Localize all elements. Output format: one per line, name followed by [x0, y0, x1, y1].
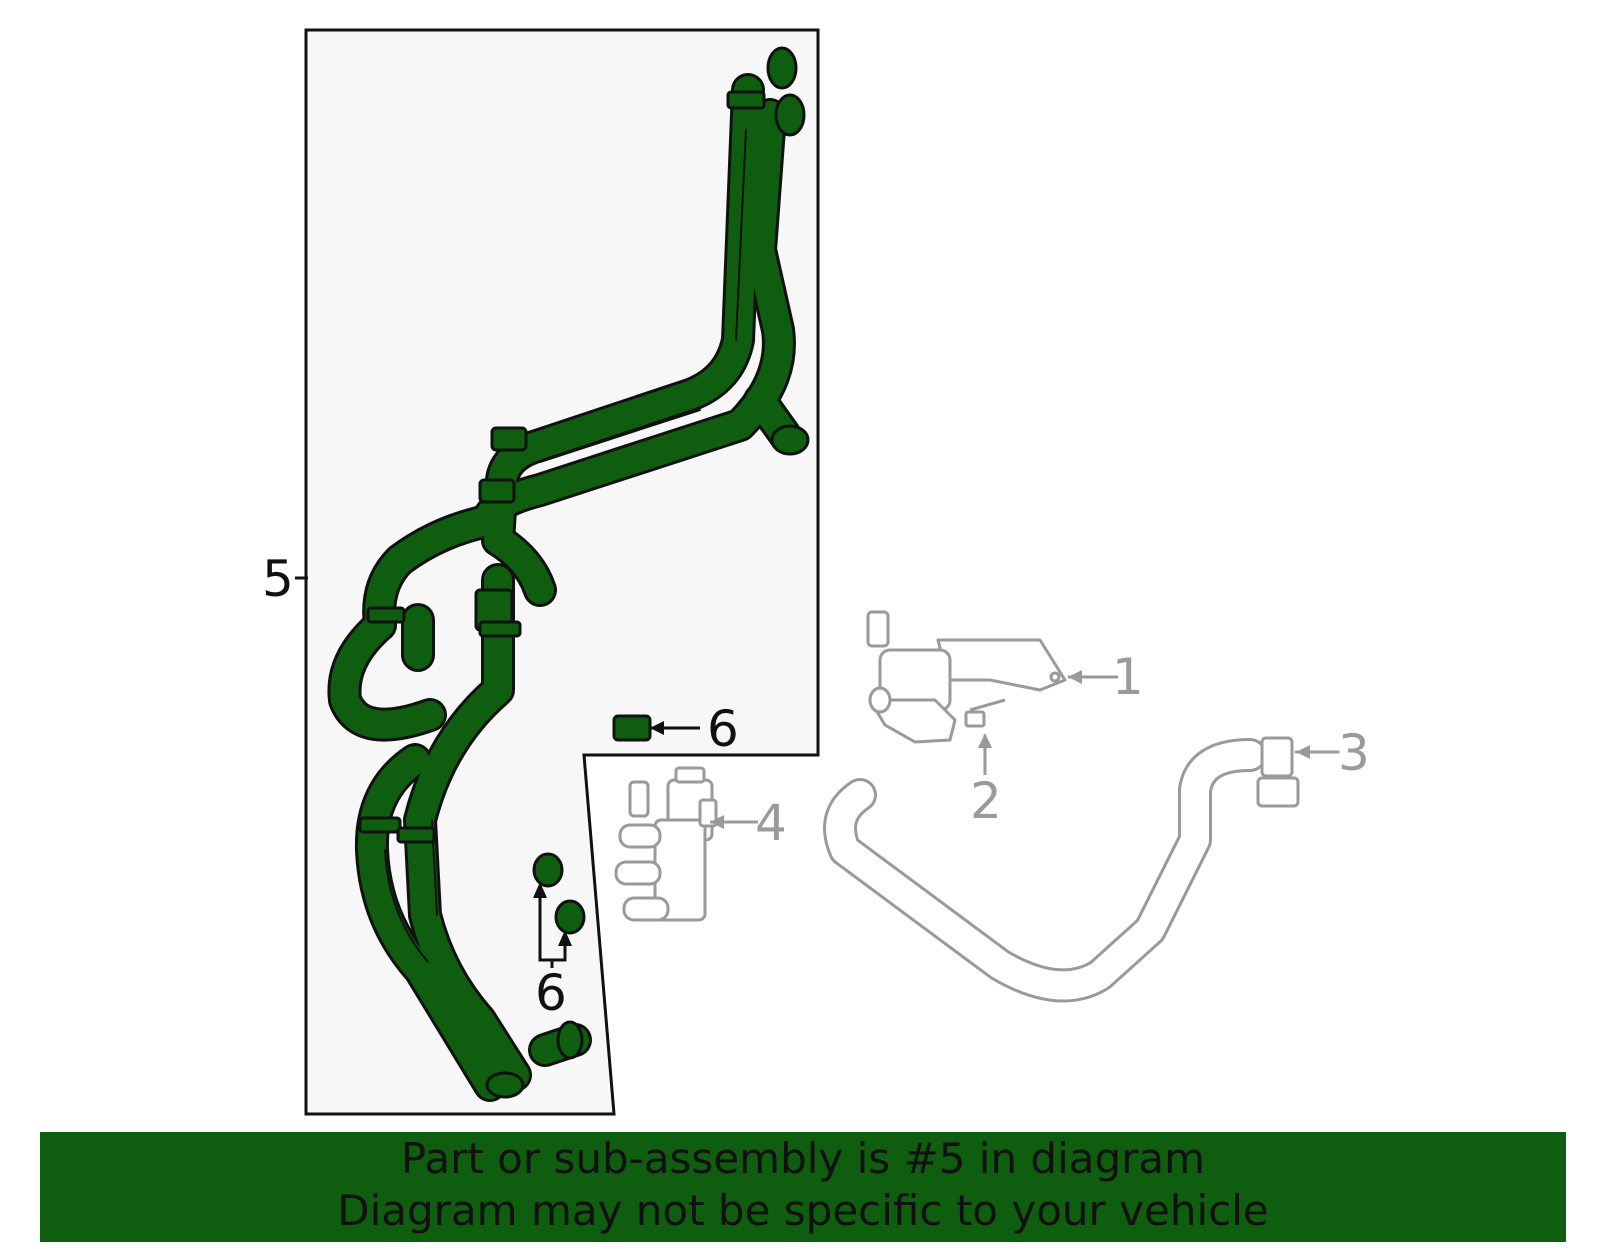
callout-1: 1	[1112, 648, 1144, 706]
coolant-hose-3	[823, 736, 1340, 1003]
callout-5: 5	[262, 550, 294, 608]
banner-line-2: Diagram may not be specific to your vehi…	[337, 1186, 1269, 1235]
hose-clamp-d	[396, 826, 436, 844]
hose-fitting-upper	[726, 90, 766, 110]
control-valve-4	[614, 766, 758, 922]
hose-end-bottom-1	[556, 1020, 584, 1060]
hose-clamp-a	[366, 606, 406, 624]
hose-end-top-2	[774, 93, 806, 137]
callout-6-pair: 6	[535, 964, 567, 1022]
hose-clamp-b	[478, 620, 522, 638]
hose-end-right	[770, 424, 810, 456]
callout-6-clamp: 6	[707, 700, 739, 758]
water-pump-1	[866, 610, 1118, 744]
clamp-6-pair	[532, 852, 586, 968]
callout-3: 3	[1338, 724, 1370, 782]
hose-end-bottom-2	[485, 1071, 525, 1099]
clamp-6-single	[612, 714, 700, 742]
heater-hose-assembly	[327, 46, 810, 1102]
hose-fitting-mid	[478, 478, 516, 504]
banner-line-1: Part or sub-assembly is #5 in diagram	[400, 1134, 1206, 1183]
callout-2: 2	[970, 772, 1002, 830]
callout-4: 4	[755, 794, 787, 852]
hose-clamp-c	[358, 816, 402, 834]
bolt-2	[964, 698, 1006, 775]
hose-fitting-top	[490, 426, 528, 452]
disclaimer-banner: Part or sub-assembly is #5 in diagram Di…	[40, 1132, 1566, 1242]
hose-end-top-1	[766, 46, 798, 90]
